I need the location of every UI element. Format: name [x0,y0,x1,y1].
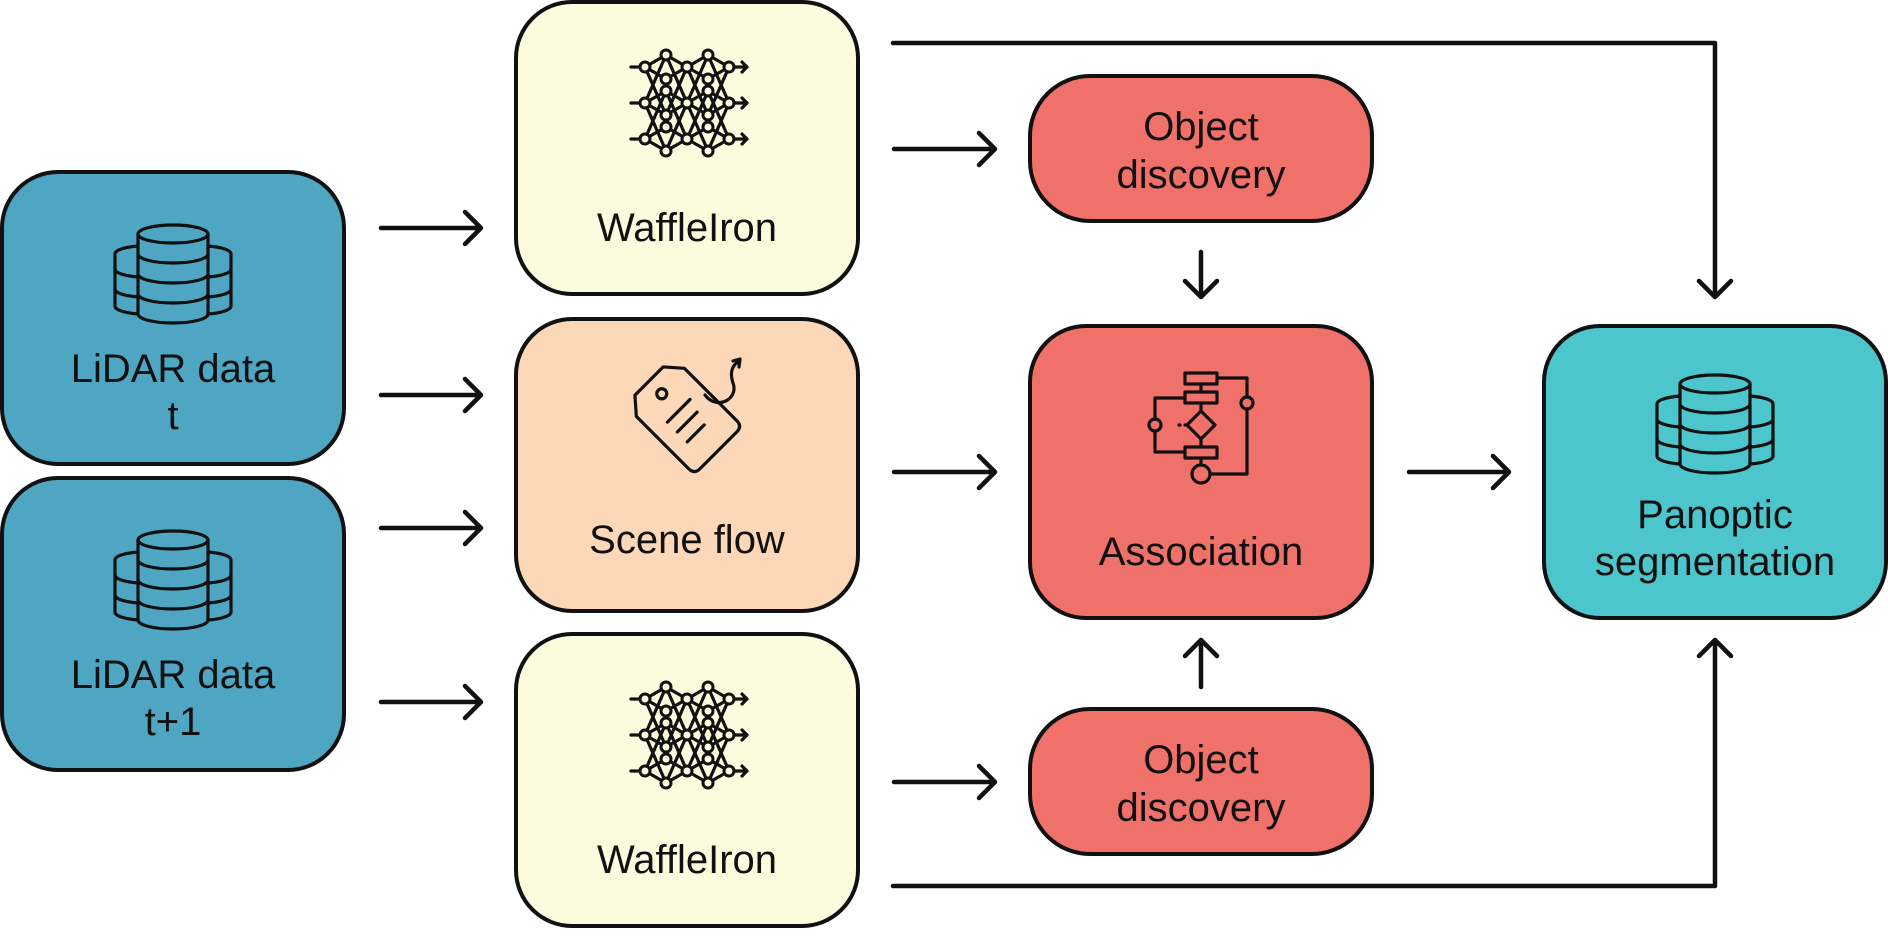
lidar-t-box [0,170,346,466]
obj-bottom-box [1028,707,1374,856]
arrow-scene-flow-to-association [891,453,998,491]
arrow-lidar-t1-to-waffle-bottom [378,683,484,721]
arrow-lidar-t-to-scene-flow [378,376,484,414]
obj-top-label-line2: discovery [1117,153,1286,197]
arrow-waffle-top-to-panoptic [890,40,1734,300]
obj-top-box [1028,74,1374,223]
waffle-top-box [514,0,860,296]
node-object-discovery-bottom: Object discovery [1028,707,1374,856]
arrow-obj-bottom-to-association [1182,637,1220,690]
association-label: Association [1099,530,1304,574]
arrow-waffle-bottom-to-panoptic [890,637,1734,889]
arrow-association-to-panoptic [1406,453,1512,491]
lidar-t-label-line1: LiDAR data [71,347,276,391]
arrow-lidar-t-to-waffle-top [378,209,484,247]
obj-bottom-label-line1: Object [1143,738,1259,782]
panoptic-label-line2: segmentation [1595,540,1835,584]
waffle-bottom-box [514,632,860,928]
node-panoptic-segmentation: Panoptic segmentation [1542,324,1888,620]
waffle-bottom-label: WaffleIron [597,838,777,882]
arrow-waffle-top-to-obj-top [891,130,998,168]
obj-top-label-line1: Object [1143,105,1259,149]
obj-bottom-label-line2: discovery [1117,786,1286,830]
node-waffle-bottom: WaffleIron [514,632,860,928]
lidar-t1-label-line2: t+1 [145,700,202,744]
node-scene-flow: Scene flow [514,317,860,613]
node-lidar-t1: LiDAR data t+1 [0,476,346,772]
lidar-t1-label-line1: LiDAR data [71,653,276,697]
scene-flow-label: Scene flow [589,518,785,562]
connectors [378,40,1734,889]
waffle-top-label: WaffleIron [597,206,777,250]
lidar-t-label-line2: t [167,394,178,438]
neural-network-icon [629,680,749,790]
node-waffle-top: WaffleIron [514,0,860,296]
node-lidar-t: LiDAR data t [0,170,346,466]
lidar-t1-box [0,476,346,772]
neural-network-icon [629,48,749,158]
arrow-lidar-t1-to-scene-flow [378,509,484,547]
association-box [1028,324,1374,620]
arrow-obj-top-to-association [1182,249,1220,300]
node-object-discovery-top: Object discovery [1028,74,1374,223]
node-association: Association [1028,324,1374,620]
panoptic-label-line1: Panoptic [1637,493,1793,537]
arrow-waffle-bottom-to-obj-bottom [891,763,998,801]
